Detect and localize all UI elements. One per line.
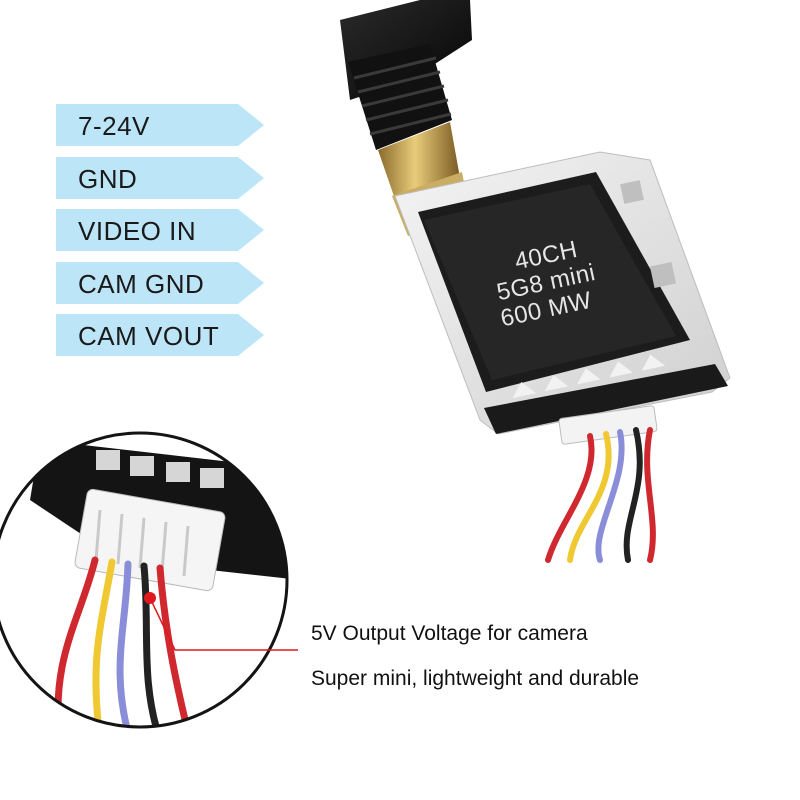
- arrow-tag-icon: [56, 314, 264, 356]
- pin-label-power: 7-24V: [56, 104, 264, 146]
- video-transmitter-board: [394, 151, 731, 563]
- pin-label-video-in-text: VIDEO IN: [78, 216, 197, 246]
- pin-label-video-in: VIDEO IN: [56, 209, 264, 251]
- pin-label-cam-vout-text: CAM VOUT: [78, 321, 220, 351]
- pin-label-cam-vout: CAM VOUT: [56, 314, 264, 356]
- arrow-tag-icon: [56, 209, 264, 251]
- arrow-tag-icon: [56, 157, 264, 199]
- zoom-inset-circle: [0, 431, 289, 729]
- pin-label-cam-gnd: CAM GND: [56, 262, 264, 304]
- callout-caption-output-voltage: 5V Output Voltage for camera: [311, 622, 588, 645]
- pin-label-gnd: GND: [56, 157, 264, 199]
- arrow-tag-icon: [56, 104, 264, 146]
- pin-label-gnd-text: GND: [78, 164, 138, 194]
- pin-label-power-text: 7-24V: [78, 111, 150, 141]
- arrow-tag-icon: [56, 262, 264, 304]
- callout-pointer: [144, 592, 298, 651]
- callout-caption-features: Super mini, lightweight and durable: [311, 667, 640, 690]
- pin-label-cam-gnd-text: CAM GND: [78, 269, 205, 299]
